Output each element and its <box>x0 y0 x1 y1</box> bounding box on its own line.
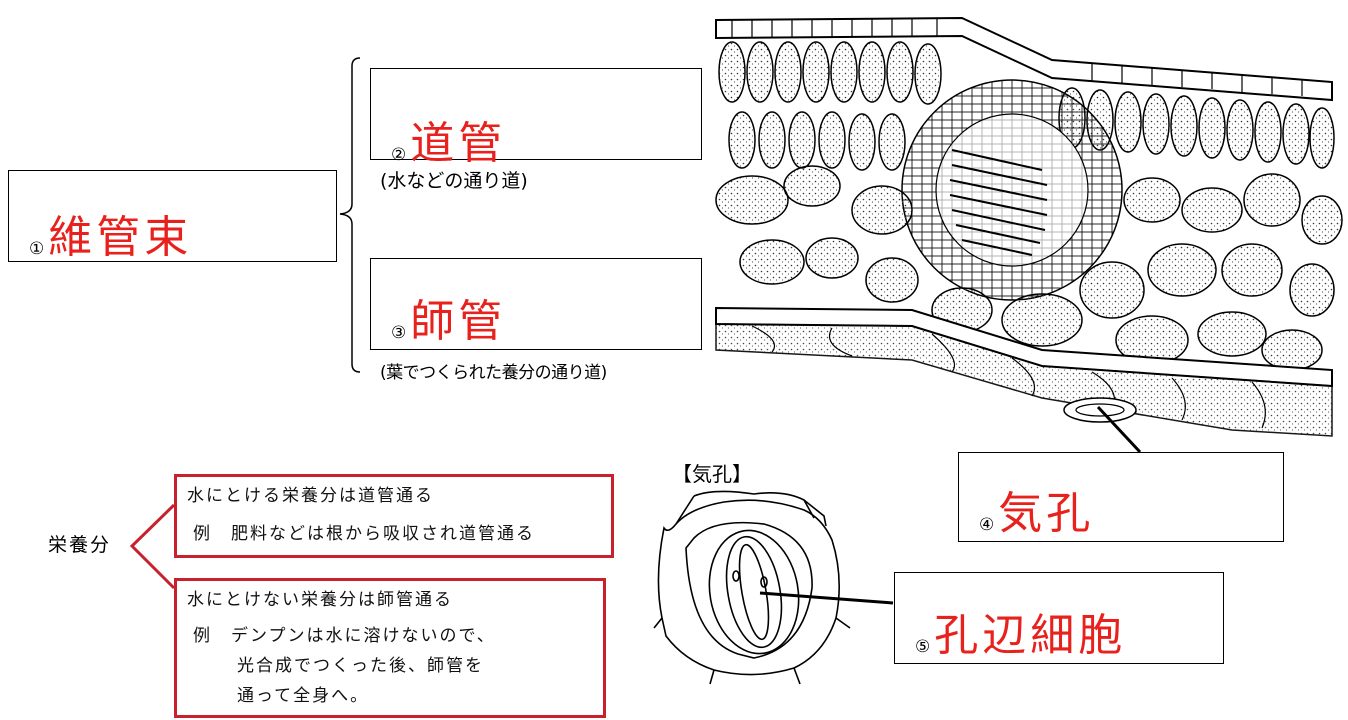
label-number-2: ② <box>391 145 407 165</box>
stoma-illustration <box>653 490 851 685</box>
insoluble-line-4: 通って全身へ。 <box>237 686 370 706</box>
soluble-line-2: 例 肥料などは根から吸収され道管通る <box>193 524 535 544</box>
soluble-nutrients-box: 水にとける栄養分は道管通る 例 肥料などは根から吸収され道管通る <box>174 474 614 558</box>
vascular-bundle-term: 維管束 <box>48 212 193 263</box>
soluble-line-1: 水にとける栄養分は道管通る <box>187 486 434 506</box>
xylem-note: (水などの通り道) <box>380 170 528 192</box>
stoma-box: ④気孔 <box>958 452 1284 542</box>
insoluble-line-1: 水にとけない栄養分は師管通る <box>187 590 453 610</box>
xylem-box: ②道管 <box>370 68 702 169</box>
insoluble-line-2: 例 デンプンは水に溶けないので、 <box>193 626 496 646</box>
label-number-3: ③ <box>391 323 407 343</box>
stoma-heading: 【気孔】 <box>672 462 752 486</box>
label-number-1: ① <box>29 239 45 259</box>
insoluble-nutrients-box: 水にとけない栄養分は師管通る 例 デンプンは水に溶けないので、 光合成でつくった… <box>174 578 606 718</box>
vascular-bundle-box: ①維管束 <box>8 170 337 263</box>
guard-cell-box: ⑤孔辺細胞 <box>894 572 1224 664</box>
leaf-cross-section-illustration <box>715 16 1343 437</box>
bracket <box>339 57 361 373</box>
stoma-term: 気孔 <box>998 488 1095 539</box>
label-number-5: ⑤ <box>915 637 931 657</box>
phloem-box: ③師管 <box>370 258 702 350</box>
nutrients-label: 栄養分 <box>48 534 112 556</box>
phloem-term: 師管 <box>410 296 507 347</box>
label-number-4: ④ <box>979 515 995 535</box>
insoluble-line-3: 光合成でつくった後、師管を <box>237 656 484 676</box>
xylem-term: 道管 <box>410 118 507 169</box>
phloem-note: (葉でつくられた養分の通り道) <box>380 363 607 383</box>
guard-cell-term: 孔辺細胞 <box>934 610 1127 661</box>
